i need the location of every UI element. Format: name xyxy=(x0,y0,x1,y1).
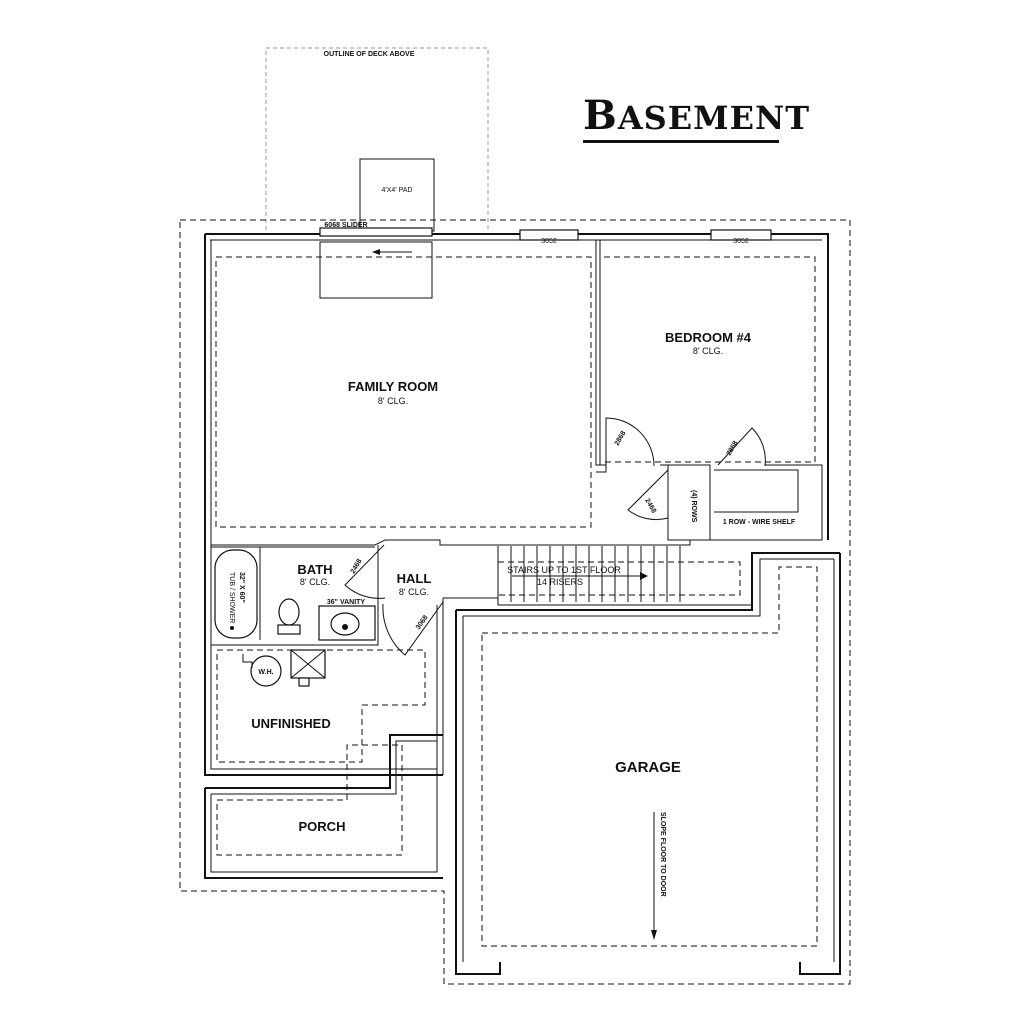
door-3068-label: 3068 xyxy=(415,614,430,631)
door-2868-a-swing xyxy=(605,417,655,467)
bedroom-outline xyxy=(604,256,816,463)
title-initial: B xyxy=(583,92,618,139)
toilet-bowl xyxy=(278,598,300,626)
porch-wall-north xyxy=(205,734,443,789)
deck-outline-label: OUTLINE OF DECK ABOVE xyxy=(324,51,415,58)
title-rest: ASEMENT xyxy=(617,99,811,137)
garage-outline xyxy=(481,566,818,947)
stairs-label: STAIRS UP TO 1ST FLOOR xyxy=(507,565,621,575)
door-2468-b-label: 2468 xyxy=(350,558,364,575)
porch-wall-inner xyxy=(210,740,438,873)
porch-label: PORCH xyxy=(299,819,346,834)
stairs-outline xyxy=(498,561,741,596)
exterior-wall-west-inner xyxy=(210,240,437,770)
slope-arrow-head xyxy=(651,930,657,940)
furnace-x-b xyxy=(290,649,326,679)
family-room-clg: 8' CLG. xyxy=(378,396,408,406)
pad-label: 4'X4' PAD xyxy=(382,187,413,194)
window-3052-b-label: 3052 xyxy=(733,238,749,245)
closet-walls xyxy=(660,464,711,541)
vanity-drain xyxy=(342,624,348,630)
slider-label: 6068 SLIDER xyxy=(324,222,367,229)
bath-label: BATH xyxy=(297,562,332,577)
door-2868-b-swing xyxy=(717,427,766,467)
deck-outline xyxy=(265,47,489,230)
exterior-wall-west xyxy=(204,234,443,776)
garage-wall-east xyxy=(799,553,841,975)
door-2468-a-label: 2468 xyxy=(643,498,657,515)
foundation-outline xyxy=(179,219,851,985)
door-3068-swing xyxy=(382,601,444,656)
closet-shelf-wall xyxy=(710,464,823,541)
risers-label: 14 RISERS xyxy=(537,577,583,587)
door-2868-b-label: 2868 xyxy=(726,440,740,457)
porch-outline xyxy=(216,744,403,856)
door-2468-a-swing xyxy=(627,469,669,521)
slider-arrow-head xyxy=(372,249,380,255)
door-2868-a-label: 2868 xyxy=(614,430,628,447)
tub-label: 32" X 60" xyxy=(238,572,245,603)
bath-clg: 8' CLG. xyxy=(300,577,330,587)
exterior-wall-north xyxy=(205,233,829,540)
hall-label: HALL xyxy=(397,571,432,586)
wire-shelf-label: 1 ROW - WIRE SHELF xyxy=(723,519,796,526)
family-room-outline xyxy=(215,256,592,528)
family-room-label: FAMILY ROOM xyxy=(348,379,438,394)
page-title: BASEMENT xyxy=(583,92,809,140)
slider-landing xyxy=(319,241,433,299)
bedroom-wall-west xyxy=(595,240,607,473)
window-3052-a-label: 3052 xyxy=(541,238,557,245)
slider-door xyxy=(319,227,433,237)
water-heater-label: W.H. xyxy=(258,669,273,676)
garage-wall-north xyxy=(456,552,840,611)
stairs-arrow-head xyxy=(640,572,648,580)
toilet-tank xyxy=(277,624,301,635)
unfinished-label: UNFINISHED xyxy=(251,716,330,731)
hall-wall-north xyxy=(211,539,691,546)
garage-wall-west xyxy=(455,610,501,975)
porch-wall-west xyxy=(204,788,443,879)
vanity-label: 36" VANITY xyxy=(327,599,366,606)
wire-shelf-box xyxy=(714,469,799,513)
tub-sub-label: TUB / SHOWER xyxy=(228,572,235,623)
window-3052-b xyxy=(710,229,772,241)
window-3052-a xyxy=(519,229,579,241)
floor-drain xyxy=(298,677,310,687)
hall-wall-south xyxy=(443,597,752,606)
bath-wall-east xyxy=(211,545,379,646)
hall-clg: 8' CLG. xyxy=(399,587,429,597)
unfinished-outline xyxy=(216,649,426,763)
tub-drain xyxy=(230,626,234,630)
title-underline xyxy=(583,140,779,143)
water-heater xyxy=(250,655,282,687)
bedroom-clg: 8' CLG. xyxy=(693,346,723,356)
garage-label: GARAGE xyxy=(615,759,681,776)
garage-wall-north-inner xyxy=(463,558,834,617)
door-2468-b-swing xyxy=(344,544,386,599)
bedroom-label: BEDROOM #4 xyxy=(665,330,752,345)
slope-label: SLOPE FLOOR TO DOOR xyxy=(659,812,666,897)
water-heater-pipe xyxy=(242,654,253,668)
rows-label: (4) ROWS xyxy=(690,490,697,523)
tub-shower xyxy=(214,549,258,639)
